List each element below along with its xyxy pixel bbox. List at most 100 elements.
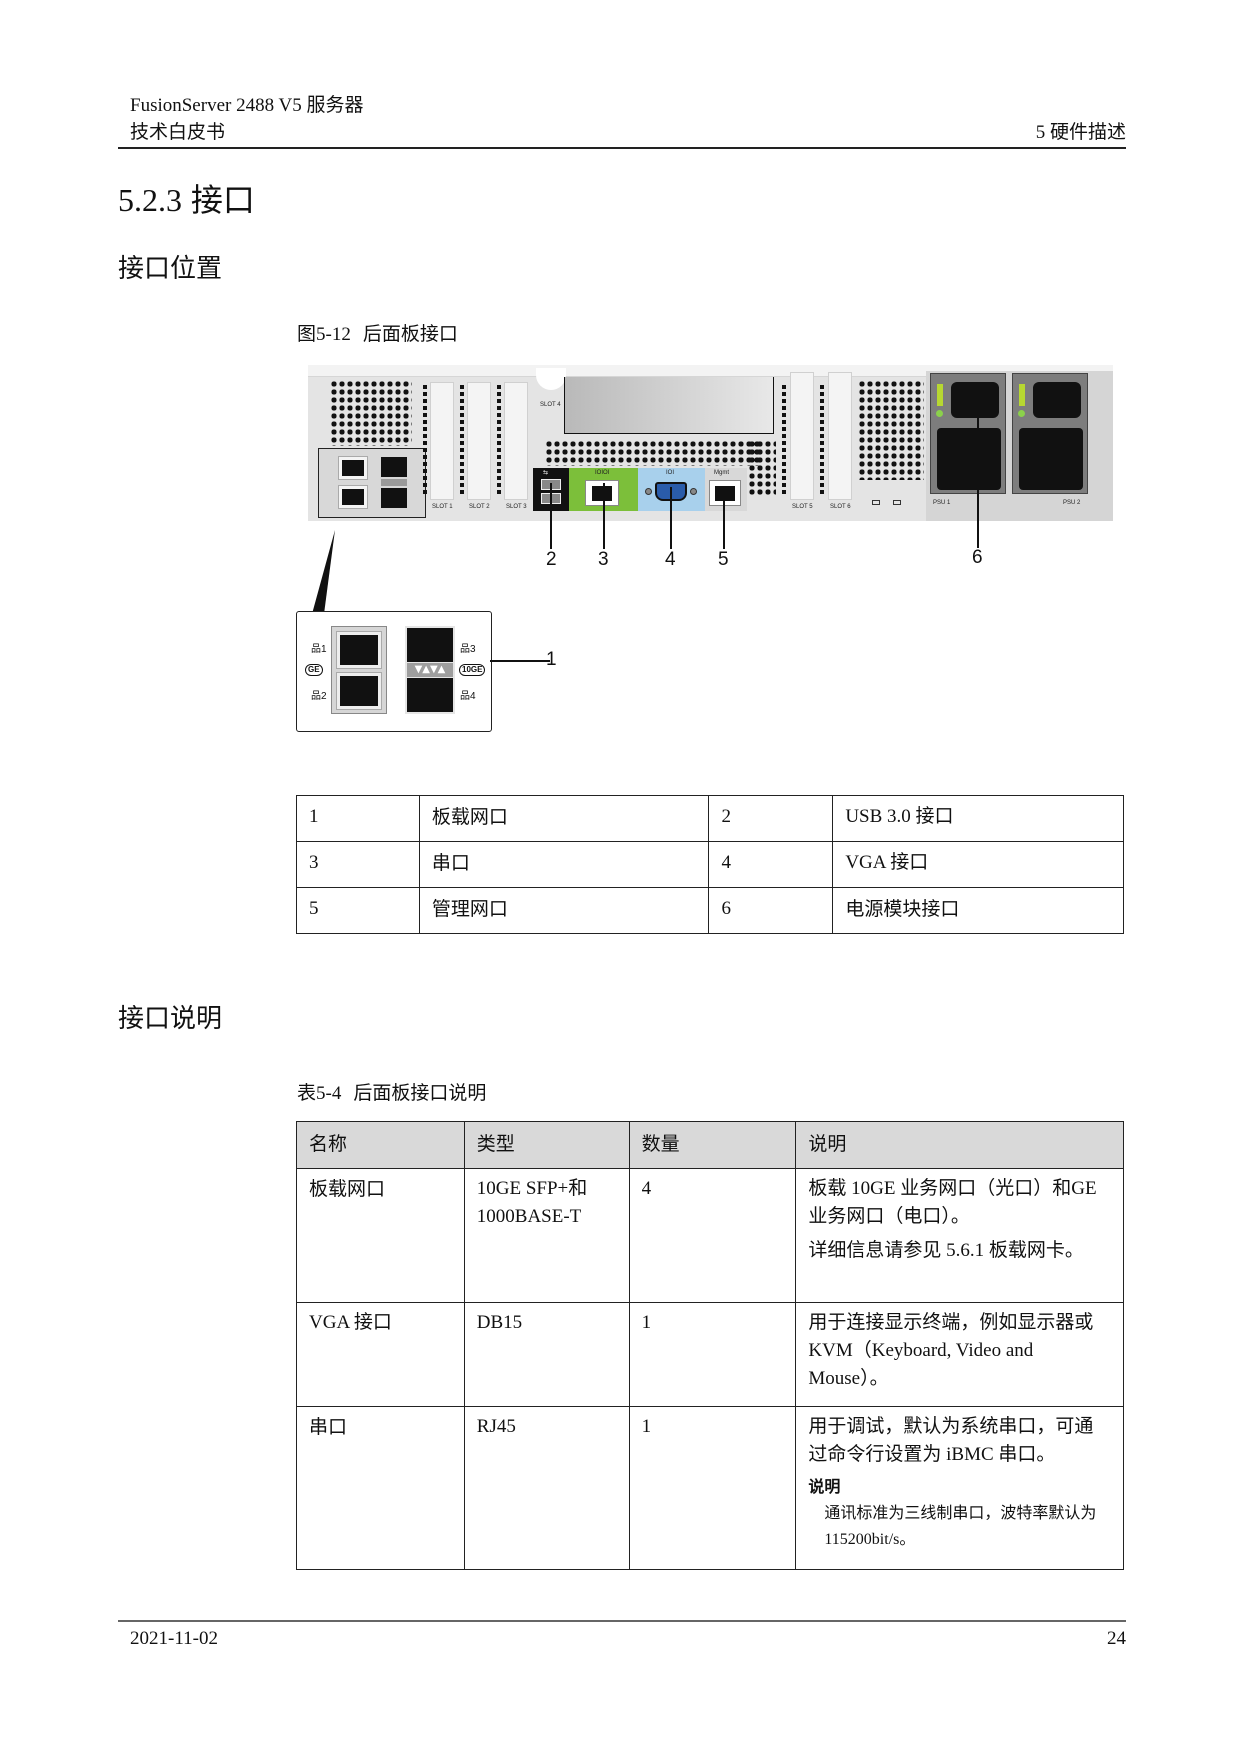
figure-caption: 图5-12 后面板接口 <box>297 322 458 347</box>
vga-screw <box>690 488 697 495</box>
cell-description: 板载 10GE 业务网口（光口）和GE 业务网口（电口）。 详细信息请参见 5.… <box>795 1168 1124 1303</box>
callout-5: 5 <box>718 549 729 570</box>
rj45-port-icon <box>338 456 368 480</box>
sfp-cage: ▼▲▼▲ <box>405 626 455 714</box>
col-header-count: 数量 <box>628 1121 797 1169</box>
interface-description-table: 名称 类型 数量 说明 板载网口 10GE SFP+和 1000BASE-T 4… <box>296 1121 1124 1570</box>
psu-1-label: PSU 1 <box>933 500 951 506</box>
cell-name: VGA 接口 <box>296 1302 465 1407</box>
callout-legend-table: 1 板载网口 2 USB 3.0 接口 3 串口 4 VGA 接口 5 管理网口… <box>296 795 1124 934</box>
table-caption: 表5-4 后面板接口说明 <box>297 1081 486 1106</box>
port-3-label: 品3 <box>460 644 476 655</box>
psu-latch <box>1019 384 1025 406</box>
ge-badge: GE <box>305 664 323 676</box>
legend-label: 管理网口 <box>418 887 710 934</box>
vent-column <box>820 385 824 495</box>
figure-title: 后面板接口 <box>362 323 458 345</box>
pcie-slot-2 <box>467 382 491 500</box>
legend-label: 电源模块接口 <box>832 887 1124 934</box>
table-row: 板载网口 10GE SFP+和 1000BASE-T 4 板载 10GE 业务网… <box>296 1168 1124 1303</box>
legend-label: VGA 接口 <box>832 841 1124 888</box>
description-xref[interactable]: 详细信息请参见 5.6.1 板载网卡。 <box>808 1240 1084 1261</box>
page-number: 24 <box>1107 1628 1126 1649</box>
rj45-cage <box>331 626 387 714</box>
cell-type: RJ45 <box>463 1406 630 1570</box>
subsection-location-heading: 接口位置 <box>118 254 223 284</box>
port-4-label: 品4 <box>460 691 476 702</box>
col-header-name: 名称 <box>296 1121 465 1169</box>
subsection-description-heading: 接口说明 <box>118 1004 223 1034</box>
rj45-port-icon <box>715 486 735 501</box>
section-heading: 5.2.3 接口 <box>118 180 255 220</box>
table-row: 3 串口 4 VGA 接口 <box>296 841 1124 888</box>
callout-line-3 <box>603 483 605 549</box>
vent-grid-mid <box>748 440 776 496</box>
callout-2: 2 <box>546 549 557 570</box>
cell-description: 用于连接显示终端，例如显示器或 KVM（Keyboard, Video and … <box>795 1302 1124 1407</box>
vga-label: IOI <box>666 470 675 476</box>
table-row: 1 板载网口 2 USB 3.0 接口 <box>296 795 1124 842</box>
note-title: 说明 <box>808 1477 841 1496</box>
riser-notch <box>536 368 566 390</box>
type-line: 1000BASE-T <box>476 1206 582 1227</box>
table-title: 后面板接口说明 <box>353 1082 487 1104</box>
callout-line-6 <box>977 398 979 548</box>
doc-title: FusionServer 2488 V5 服务器 <box>130 95 364 116</box>
table-row: VGA 接口 DB15 1 用于连接显示终端，例如显示器或 KVM（Keyboa… <box>296 1302 1124 1407</box>
chassis-top-edge <box>308 365 1113 377</box>
vent-column <box>782 385 786 495</box>
slot-3-label: SLOT 3 <box>506 504 527 510</box>
table-row: 串口 RJ45 1 用于调试，默认为系统串口，可通过命令行设置为 iBMC 串口… <box>296 1406 1124 1570</box>
psu-latch <box>937 384 943 406</box>
callout-4: 4 <box>665 549 676 570</box>
psu-1 <box>930 373 1006 494</box>
pcie-slot-6 <box>828 372 852 500</box>
figure-label: 图5-12 <box>297 324 351 345</box>
callout-line-5 <box>723 487 725 549</box>
slot-6-label: SLOT 6 <box>830 504 851 510</box>
sfp-led-strip <box>381 479 407 486</box>
sfp-led-strip: ▼▲▼▲ <box>407 663 453 677</box>
mgmt-port <box>709 480 741 506</box>
pcie-slot-1 <box>430 382 454 500</box>
footer-date: 2021-11-02 <box>130 1628 218 1649</box>
serial-port <box>585 480 619 506</box>
cell-count: 1 <box>628 1302 797 1407</box>
doc-subtitle: 技术白皮书 <box>130 122 226 143</box>
psu-led <box>936 410 943 417</box>
psu-2 <box>1012 373 1088 494</box>
slot-2-label: SLOT 2 <box>469 504 490 510</box>
legend-num: 3 <box>296 841 420 888</box>
sfp-port-icon <box>381 488 407 508</box>
fan-icon <box>1019 428 1083 490</box>
header-divider <box>118 147 1126 149</box>
callout-1: 1 <box>546 649 557 670</box>
legend-num: 5 <box>296 887 420 934</box>
cell-type: 10GE SFP+和 1000BASE-T <box>463 1168 630 1303</box>
vent-grid-right <box>858 380 924 480</box>
vent-column <box>497 385 501 495</box>
usb-icon: ⇆ <box>543 470 549 476</box>
power-inlet-icon <box>951 382 999 418</box>
power-inlet-icon <box>1033 382 1081 418</box>
vent-column <box>460 385 464 495</box>
onboard-nic-panel <box>318 448 426 518</box>
vent-grid-center <box>545 440 760 466</box>
legend-label: 串口 <box>418 841 710 888</box>
callout-line-2 <box>550 483 552 549</box>
rj45-port-icon <box>336 672 382 710</box>
note-body: 通讯标准为三线制串口，波特率默认为 115200bit/s。 <box>824 1505 1097 1548</box>
table-row: 5 管理网口 6 电源模块接口 <box>296 887 1124 934</box>
description-paragraph: 板载 10GE 业务网口（光口）和GE 业务网口（电口）。 <box>808 1178 1097 1227</box>
table-label: 表5-4 <box>297 1083 342 1104</box>
tenge-badge: 10GE <box>459 664 486 676</box>
slot-5-label: SLOT 5 <box>792 504 813 510</box>
slot-1-label: SLOT 1 <box>432 504 453 510</box>
rj45-port-icon <box>338 485 368 509</box>
type-line: 10GE SFP+和 <box>476 1178 588 1199</box>
fan-icon <box>937 428 1001 490</box>
callout-3: 3 <box>598 549 609 570</box>
sfp-port-icon <box>381 457 407 477</box>
pcie-slot-5 <box>790 372 814 500</box>
vga-panel: IOI <box>638 468 705 511</box>
